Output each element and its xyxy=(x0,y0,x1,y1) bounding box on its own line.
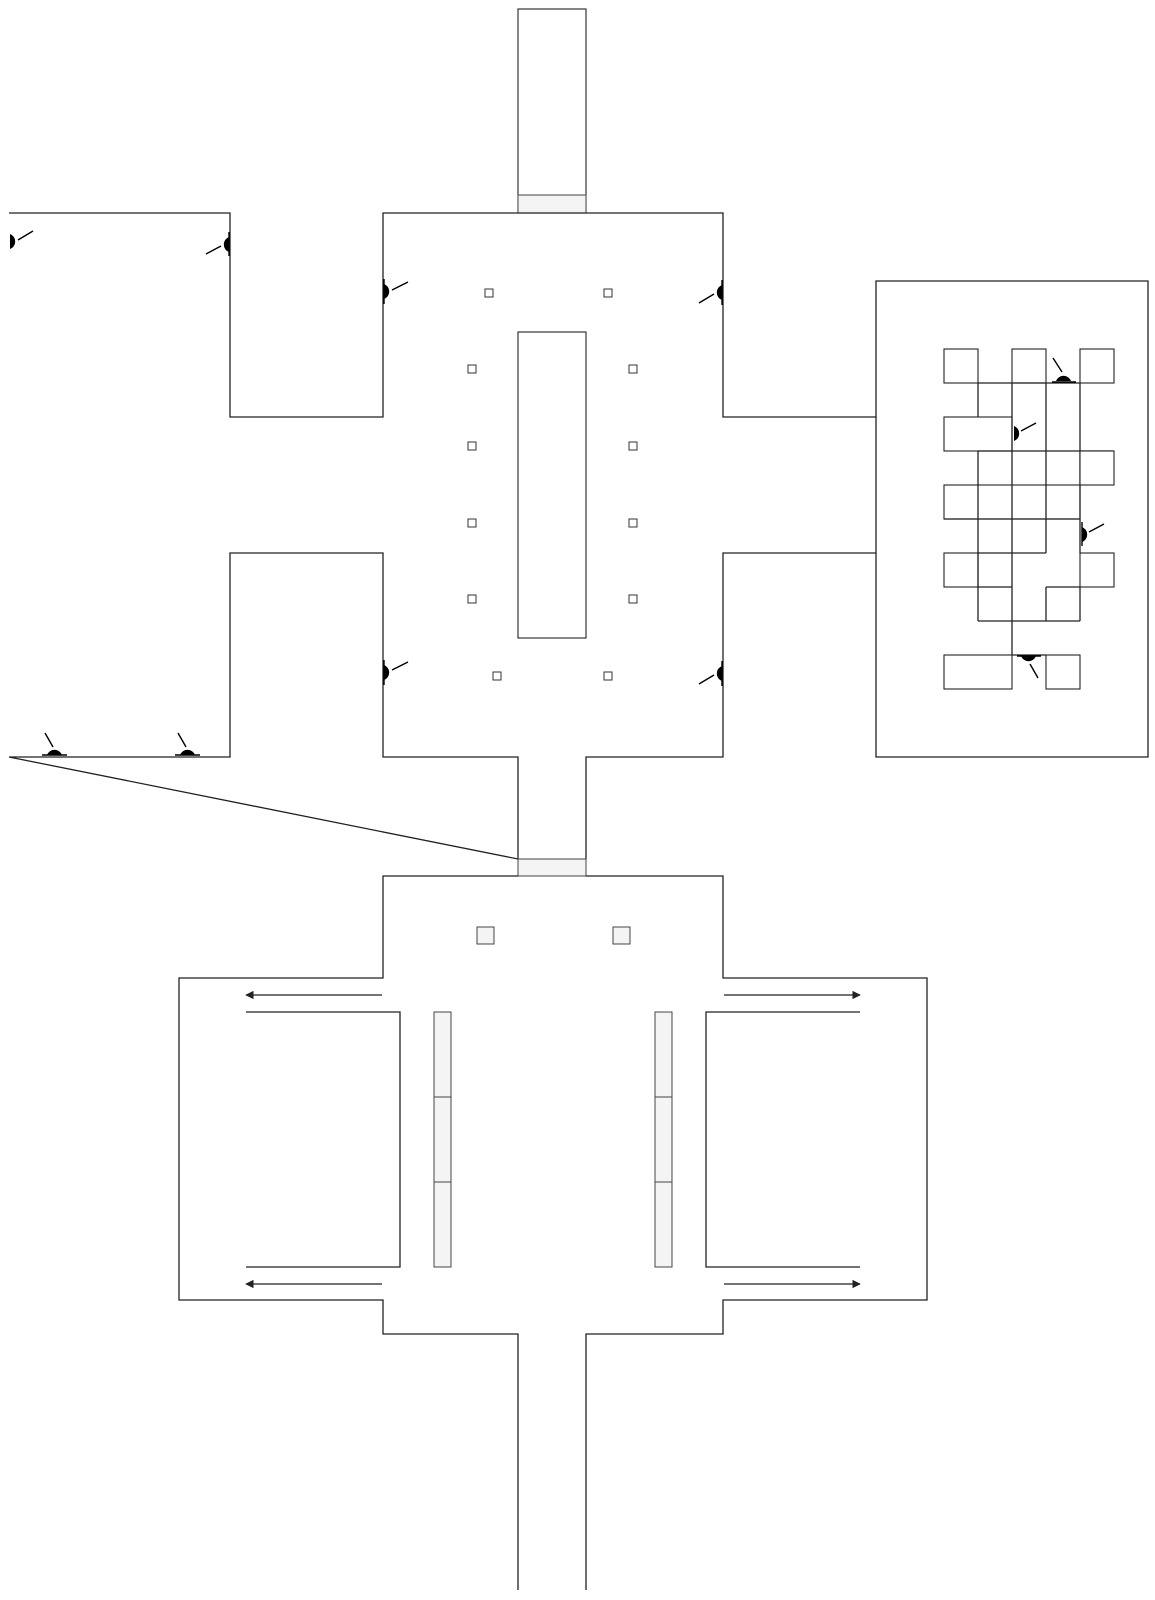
central-island xyxy=(517,331,587,639)
maze-cell xyxy=(1045,654,1081,690)
security-camera-icon xyxy=(698,280,723,305)
maze-cell xyxy=(943,348,979,384)
east-maze xyxy=(943,348,1115,690)
pillar xyxy=(628,364,638,374)
security-camera-icon xyxy=(1017,655,1041,679)
west-hall-wall xyxy=(8,212,877,860)
maze-cell xyxy=(1079,450,1115,486)
security-camera-icon xyxy=(10,230,34,249)
maze-cell xyxy=(1079,552,1115,588)
right-bay-wall xyxy=(705,1011,860,1268)
security-camera-icon xyxy=(698,661,723,686)
pillar xyxy=(603,288,613,298)
maze-cell xyxy=(943,416,1013,452)
pillar xyxy=(484,288,494,298)
left-counter xyxy=(433,1011,452,1268)
lower-hall-wall xyxy=(178,875,928,1590)
pillar xyxy=(628,518,638,528)
right-counter xyxy=(654,1011,673,1268)
north-doorway[interactable] xyxy=(517,194,587,214)
security-camera-icon xyxy=(42,732,67,756)
security-camera-icon xyxy=(175,732,200,756)
maze-cell xyxy=(1011,348,1047,384)
security-camera-icon xyxy=(383,660,409,685)
security-camera-icon xyxy=(205,232,230,256)
north-corridor xyxy=(517,8,587,214)
pillar xyxy=(467,518,477,528)
kiosk xyxy=(612,926,631,945)
pillar xyxy=(628,594,638,604)
pillar xyxy=(603,671,613,681)
pillars xyxy=(467,288,638,681)
maze-cell xyxy=(943,654,1013,690)
maze-cell xyxy=(1079,348,1115,384)
east-room-wall xyxy=(875,280,1149,758)
maze-cell xyxy=(943,552,979,588)
security-camera-icon xyxy=(1052,357,1076,383)
pillar xyxy=(467,364,477,374)
south-doorway[interactable] xyxy=(517,858,587,877)
security-camera-icon xyxy=(1081,522,1105,546)
pillar xyxy=(467,594,477,604)
pillar xyxy=(492,671,502,681)
pillar xyxy=(467,441,477,451)
left-bay-wall xyxy=(246,1011,401,1268)
kiosk xyxy=(476,926,495,945)
cameras xyxy=(10,230,1105,756)
pillar xyxy=(628,441,638,451)
security-camera-icon xyxy=(383,279,409,304)
security-camera-icon xyxy=(1014,422,1037,441)
